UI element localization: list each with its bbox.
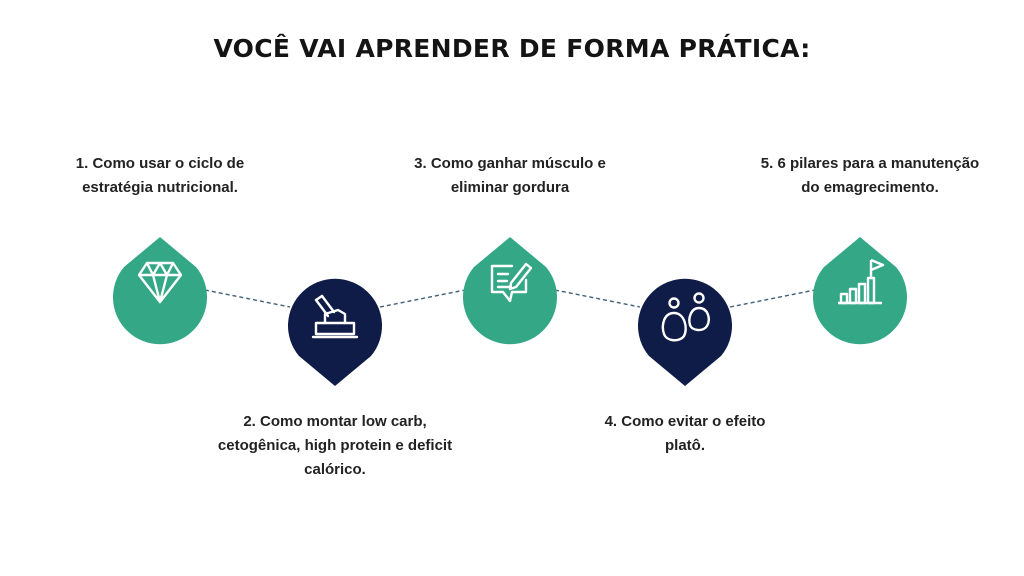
step-2-marker xyxy=(288,278,382,386)
connector-4-5 xyxy=(729,289,816,308)
chat-edit-icon xyxy=(490,262,533,303)
people-icon xyxy=(661,292,710,342)
hand-in-box-icon xyxy=(311,294,359,339)
connector-lines xyxy=(204,289,816,308)
connector-1-2 xyxy=(204,289,291,308)
step-5-marker xyxy=(812,237,907,345)
page-title: VOCÊ VAI APRENDER DE FORMA PRÁTICA: xyxy=(213,34,811,63)
step-4-marker xyxy=(637,278,732,386)
connector-2-3 xyxy=(379,289,466,308)
connector-3-4 xyxy=(554,289,641,308)
growth-flag-icon xyxy=(838,258,885,305)
diamond-icon xyxy=(137,261,183,304)
step-3-marker xyxy=(462,237,557,345)
step-1-marker xyxy=(113,237,208,345)
step-2-label: 2. Como montar low carb,cetogênica, high… xyxy=(217,413,453,478)
